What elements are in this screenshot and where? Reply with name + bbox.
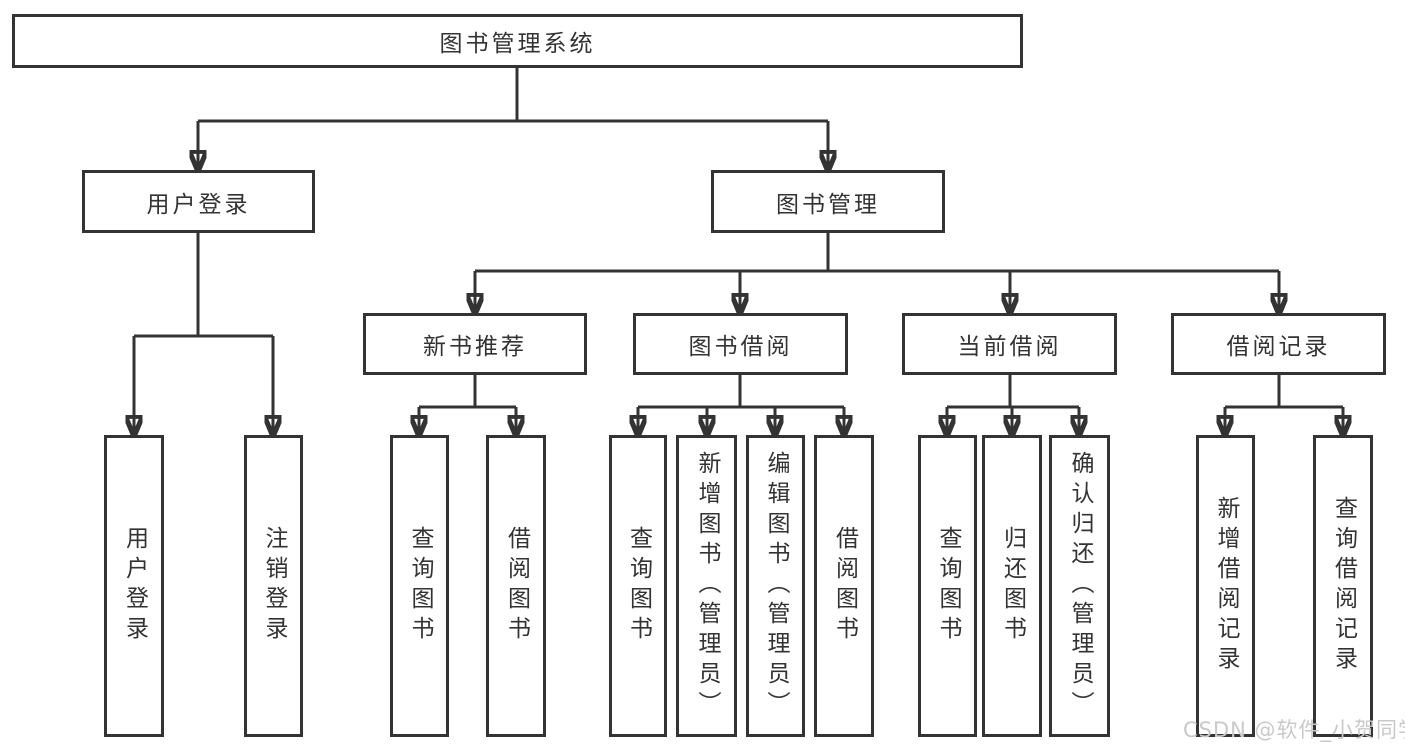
node-new-book-recommend: 新书推荐: [363, 313, 587, 375]
leaf-label: 查询图书: [625, 526, 652, 646]
leaf-current-query-books: 查询图书: [918, 435, 977, 737]
node-book-management: 图书管理: [711, 170, 945, 233]
leaf-label: 新增图书（管理员）: [694, 451, 720, 721]
leaf-label: 借阅图书: [503, 526, 530, 646]
watermark-text: CSDN @软件_小贺同学: [1183, 718, 1405, 742]
leaf-borrow-edit-books-admin: 编辑图书（管理员）: [746, 435, 805, 737]
node-root: 图书管理系统: [12, 14, 1023, 68]
node-borrow-records: 借阅记录: [1171, 313, 1386, 375]
leaf-label: 查询图书: [407, 526, 433, 646]
leaf-borrow-query-books: 查询图书: [609, 435, 667, 737]
leaf-user-login: 用户登录: [104, 435, 164, 737]
node-user-login: 用户登录: [82, 170, 315, 233]
leaf-recommend-borrow-books: 借阅图书: [486, 435, 546, 737]
leaf-label: 新增借阅记录: [1213, 496, 1239, 676]
leaf-label: 确认归还（管理员）: [1067, 451, 1093, 721]
leaf-label: 注销登录: [261, 526, 287, 646]
leaf-label: 查询借阅记录: [1330, 496, 1357, 676]
node-book-borrow: 图书借阅: [633, 313, 848, 375]
leaf-logout: 注销登录: [244, 435, 303, 737]
leaf-current-confirm-return-admin: 确认归还（管理员）: [1049, 435, 1110, 737]
leaf-label: 用户登录: [121, 526, 148, 646]
leaf-label: 编辑图书（管理员）: [763, 451, 789, 721]
leaf-borrow-add-books-admin: 新增图书（管理员）: [676, 435, 737, 737]
leaf-records-add-record: 新增借阅记录: [1196, 435, 1255, 737]
leaf-label: 归还图书: [999, 526, 1026, 646]
leaf-label: 借阅图书: [831, 526, 858, 646]
leaf-current-return-books: 归还图书: [982, 435, 1042, 737]
leaf-records-query-record: 查询借阅记录: [1313, 435, 1373, 737]
leaf-borrow-borrow-books: 借阅图书: [814, 435, 874, 737]
node-current-borrow: 当前借阅: [902, 313, 1117, 375]
leaf-label: 查询图书: [935, 526, 961, 646]
leaf-recommend-query-books: 查询图书: [390, 435, 449, 737]
